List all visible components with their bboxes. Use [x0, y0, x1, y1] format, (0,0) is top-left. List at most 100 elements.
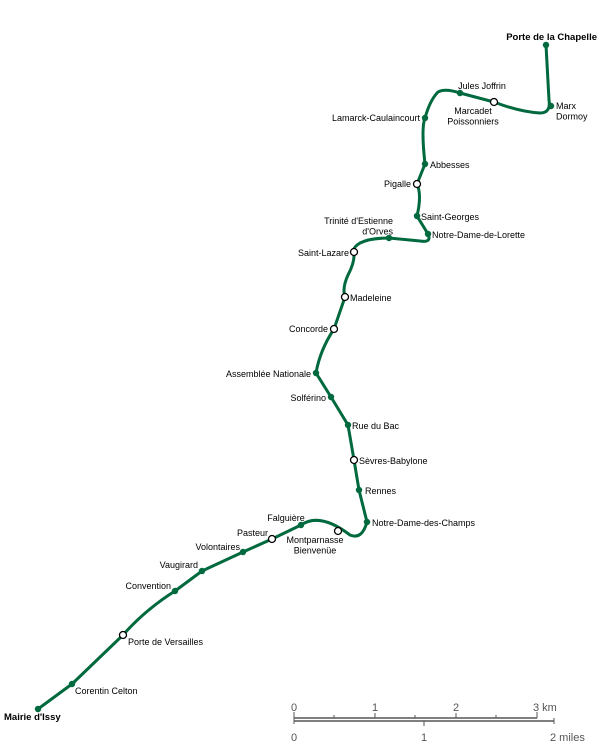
station-label: Vaugirard: [160, 560, 198, 570]
station-concorde: Concorde: [289, 324, 339, 334]
station-corentin-celton: Corentin Celton: [68, 680, 138, 696]
station-label-line: Pigalle: [384, 179, 411, 189]
scale-km-3: 3 km: [533, 702, 557, 714]
station-label: Corentin Celton: [75, 686, 138, 696]
station-saint-lazare: Saint-Lazare: [298, 247, 359, 258]
interchange-station-marker: [349, 247, 359, 257]
station-label-line: Trinité d'Estienne: [324, 216, 393, 226]
interchange-station-marker: [118, 630, 128, 640]
station-porte-de-la-chapelle: Porte de la Chapelle: [506, 32, 597, 49]
station-marker: [547, 102, 555, 110]
station-mairie-d-issy: Mairie d'Issy: [4, 705, 61, 723]
station-marker: [312, 369, 320, 377]
station-marker: [413, 212, 421, 220]
station-label: Pigalle: [384, 179, 411, 189]
station-label: Concorde: [289, 324, 328, 334]
station-porte-de-versailles: Porte de Versailles: [118, 630, 204, 647]
station-marker: [198, 567, 206, 575]
station-label-line: Jules Joffrin: [458, 81, 506, 91]
station-label-line: Convention: [125, 581, 171, 591]
station-label-line: Poissonniers: [447, 117, 499, 127]
station-label-line: Notre-Dame-de-Lorette: [432, 230, 525, 240]
station-label-line: d'Orves: [362, 227, 393, 237]
station-marker: [355, 486, 363, 494]
station-label-line: Rennes: [365, 486, 397, 496]
station-label: Abbesses: [430, 160, 470, 170]
station-marker: [171, 587, 179, 595]
station-pasteur: Pasteur: [237, 528, 277, 544]
station-solf-rino: Solférino: [290, 393, 335, 403]
station-label-line: Saint-Georges: [421, 212, 480, 222]
station-label: Pasteur: [237, 528, 268, 538]
station-label: Solférino: [290, 393, 326, 403]
interchange-station-marker: [329, 324, 339, 334]
station-label-line: Saint-Lazare: [298, 248, 349, 258]
station-volontaires: Volontaires: [195, 542, 247, 556]
station-label-line: Bienvenüe: [294, 546, 337, 556]
scale-mile-2: 2 miles: [550, 732, 585, 744]
scale-km-0: 0: [291, 702, 297, 714]
station-label-line: Solférino: [290, 393, 326, 403]
station-label: Madeleine: [350, 293, 392, 303]
scale-km-2: 2: [453, 702, 459, 714]
station-label: Porte de Versailles: [128, 637, 204, 647]
station-label-line: Rue du Bac: [352, 421, 400, 431]
station-s-vres-babylone: Sèvres-Babylone: [349, 455, 428, 466]
station-marker: [363, 518, 371, 526]
station-label-line: Assemblée Nationale: [226, 369, 311, 379]
station-label-line: Dormoy: [556, 112, 588, 122]
station-marker: [456, 89, 464, 97]
station-label-line: Porte de Versailles: [128, 637, 204, 647]
station-marker: [542, 41, 550, 49]
station-label: Jules Joffrin: [458, 81, 506, 91]
station-label: Notre-Dame-des-Champs: [372, 518, 476, 528]
interchange-station-marker: [349, 455, 359, 465]
station-marker: [327, 393, 335, 401]
station-label: Assemblée Nationale: [226, 369, 311, 379]
interchange-station-marker: [267, 534, 277, 544]
interchange-station-marker: [340, 292, 350, 302]
station-notre-dame-de-lorette: Notre-Dame-de-Lorette: [424, 230, 525, 240]
station-label-line: Falguière: [267, 513, 305, 523]
station-abbesses: Abbesses: [421, 160, 470, 170]
scale-mile-1: 1: [421, 732, 427, 744]
interchange-station-marker: [333, 526, 343, 536]
station-label-line: Sèvres-Babylone: [359, 456, 428, 466]
station-rennes: Rennes: [355, 486, 397, 496]
station-label: Sèvres-Babylone: [359, 456, 428, 466]
scale-km-1: 1: [372, 702, 378, 714]
station-lamarck-caulaincourt: Lamarck-Caulaincourt: [332, 113, 429, 123]
station-notre-dame-des-champs: Notre-Dame-des-Champs: [363, 518, 476, 528]
station-marker: [344, 421, 352, 429]
station-label: Notre-Dame-de-Lorette: [432, 230, 525, 240]
station-label: Lamarck-Caulaincourt: [332, 113, 421, 123]
station-marker: [297, 521, 305, 529]
station-marker: [239, 548, 247, 556]
station-label-line: Madeleine: [350, 293, 392, 303]
station-pigalle: Pigalle: [384, 179, 422, 189]
station-label-line: Volontaires: [195, 542, 240, 552]
station-marker: [421, 160, 429, 168]
station-label: Rue du Bac: [352, 421, 400, 431]
station-label-line: Marx: [556, 101, 576, 111]
station-label-line: Marcadet: [454, 106, 492, 116]
station-label-line: Porte de la Chapelle: [506, 32, 597, 43]
station-label-line: Abbesses: [430, 160, 470, 170]
station-falgui-re: Falguière: [267, 513, 305, 529]
station-jules-joffrin: Jules Joffrin: [456, 81, 506, 97]
station-label-line: Montparnasse: [286, 535, 343, 545]
station-label: Mairie d'Issy: [4, 712, 61, 723]
station-marker: [424, 230, 432, 238]
metro-line-route: [37, 44, 551, 711]
scale-bar: 0 1 2 3 km 0 1 2 miles: [291, 702, 585, 744]
station-label-line: Concorde: [289, 324, 328, 334]
station-madeleine: Madeleine: [340, 292, 392, 303]
interchange-station-marker: [412, 179, 422, 189]
